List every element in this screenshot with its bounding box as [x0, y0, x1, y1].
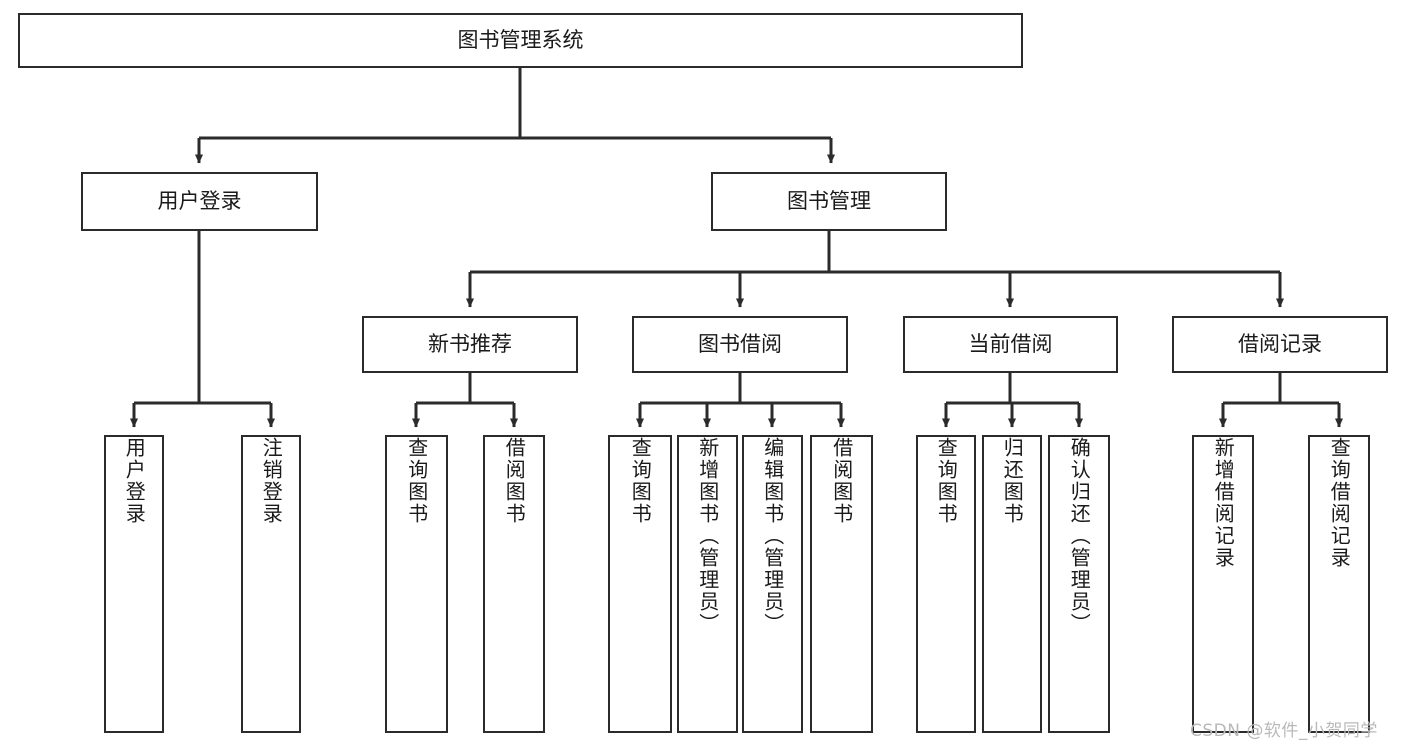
- node-user-login[interactable]: 用户登录: [81, 172, 318, 231]
- node-current-borrow-label: 当前借阅: [968, 331, 1053, 356]
- node-leaf-query-book-cb[interactable]: 查询图书: [916, 435, 976, 733]
- node-leaf-user-login-label: 用户登录: [122, 437, 147, 525]
- node-leaf-query-book-nb[interactable]: 查询图书: [385, 435, 448, 733]
- node-leaf-add-book-label: 新增图书（管理员）: [695, 437, 720, 635]
- node-leaf-logout[interactable]: 注销登录: [241, 435, 301, 733]
- node-borrow-record-label: 借阅记录: [1238, 331, 1322, 356]
- node-leaf-add-book[interactable]: 新增图书（管理员）: [677, 435, 738, 733]
- node-leaf-edit-book[interactable]: 编辑图书（管理员）: [742, 435, 803, 733]
- node-leaf-confirm-return-label: 确认归还（管理员）: [1067, 437, 1092, 635]
- node-user-login-label: 用户登录: [157, 188, 242, 213]
- node-leaf-query-borrow-record-label: 查询借阅记录: [1327, 437, 1352, 569]
- node-current-borrow[interactable]: 当前借阅: [903, 316, 1118, 373]
- node-leaf-confirm-return[interactable]: 确认归还（管理员）: [1048, 435, 1110, 733]
- node-leaf-add-borrow-record[interactable]: 新增借阅记录: [1192, 435, 1254, 733]
- node-leaf-return-book[interactable]: 归还图书: [982, 435, 1042, 733]
- node-root[interactable]: 图书管理系统: [18, 13, 1023, 68]
- node-leaf-edit-book-label: 编辑图书（管理员）: [760, 437, 785, 635]
- node-book-borrow-label: 图书借阅: [698, 331, 782, 356]
- node-leaf-query-book-bb[interactable]: 查询图书: [608, 435, 672, 733]
- node-root-label: 图书管理系统: [457, 27, 584, 52]
- node-book-borrow[interactable]: 图书借阅: [632, 316, 848, 373]
- node-leaf-borrow-book-nb[interactable]: 借阅图书: [483, 435, 545, 733]
- node-leaf-logout-label: 注销登录: [259, 437, 284, 525]
- node-leaf-borrow-book-nb-label: 借阅图书: [502, 437, 527, 525]
- node-book-management[interactable]: 图书管理: [711, 172, 947, 231]
- node-leaf-query-book-cb-label: 查询图书: [934, 437, 959, 525]
- node-leaf-return-book-label: 归还图书: [1000, 437, 1025, 525]
- csdn-watermark: CSDN @软件_小贺同学: [1190, 721, 1378, 741]
- node-borrow-record[interactable]: 借阅记录: [1172, 316, 1388, 373]
- node-leaf-user-login[interactable]: 用户登录: [104, 435, 164, 733]
- node-leaf-add-borrow-record-label: 新增借阅记录: [1211, 437, 1236, 569]
- node-leaf-borrow-book-bb-label: 借阅图书: [829, 437, 854, 525]
- node-leaf-borrow-book-bb[interactable]: 借阅图书: [810, 435, 873, 733]
- node-new-book-recommend-label: 新书推荐: [428, 331, 512, 356]
- node-leaf-query-borrow-record[interactable]: 查询借阅记录: [1308, 435, 1370, 733]
- node-new-book-recommend[interactable]: 新书推荐: [362, 316, 578, 373]
- node-book-management-label: 图书管理: [787, 188, 871, 213]
- node-leaf-query-book-nb-label: 查询图书: [404, 437, 429, 525]
- node-leaf-query-book-bb-label: 查询图书: [628, 437, 653, 525]
